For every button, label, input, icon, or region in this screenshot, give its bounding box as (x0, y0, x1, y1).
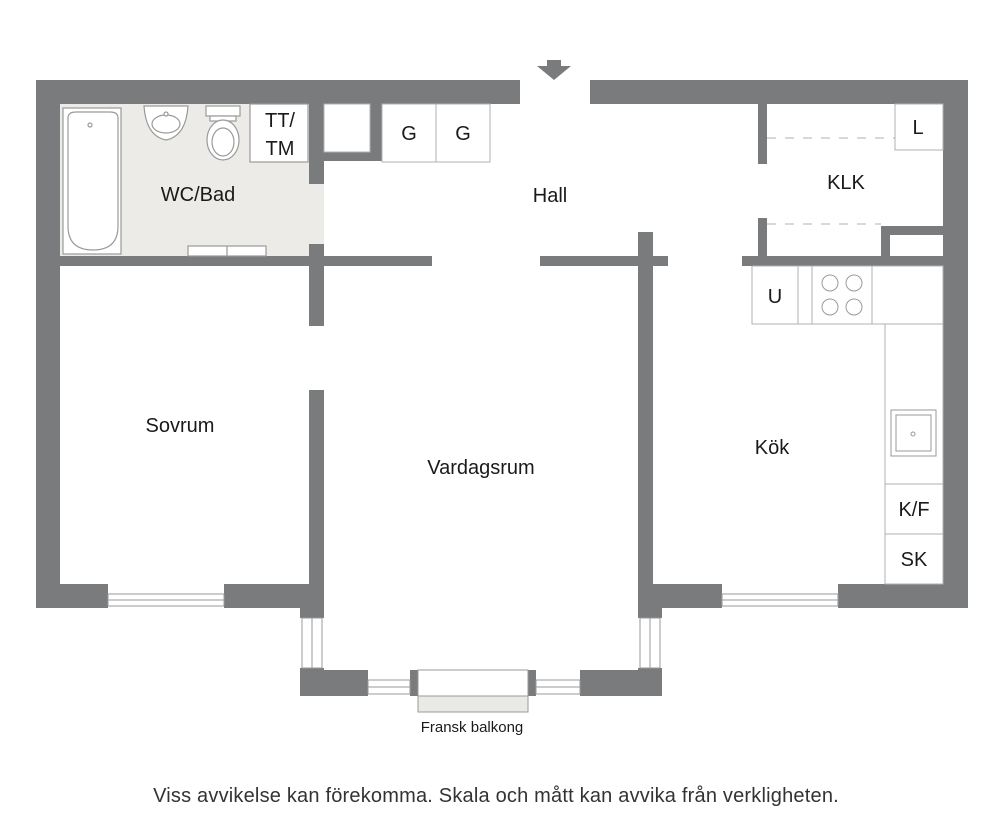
room-label-tt-tm-1: TT/ (265, 110, 295, 132)
walls (36, 80, 968, 696)
bay-bottom-b (580, 670, 662, 696)
tt-tm-closet (249, 103, 309, 163)
bathtub-icon (62, 107, 122, 255)
wall-top-left (36, 80, 520, 104)
wall-closet-side (370, 104, 382, 161)
room-label-kok: Kök (755, 437, 790, 459)
wall-left (36, 80, 60, 608)
bay-bottom-a (300, 670, 368, 696)
wall-top-right (590, 80, 968, 104)
floor-plan: WC/Bad TT/ TM G G Hall KLK L Sovrum Vard… (36, 60, 968, 736)
room-label-u: U (768, 286, 782, 308)
room-label-hall: Hall (533, 185, 567, 207)
toilet-icon (205, 105, 241, 161)
klk-fixtures (767, 103, 944, 225)
stove-icon (821, 274, 863, 316)
entrance-arrow-icon (537, 60, 571, 80)
kitchen-fixtures (751, 265, 944, 585)
room-label-g2: G (455, 123, 471, 145)
windows (107, 593, 839, 695)
room-label-klk: KLK (827, 172, 865, 194)
room-label-tt-tm-2: TM (266, 138, 295, 160)
bathroom-fixtures (62, 103, 309, 257)
wall-klk-nook (881, 226, 943, 235)
room-label-sovrum: Sovrum (146, 415, 215, 437)
wall-bath-hall (309, 104, 324, 184)
room-label-kf: K/F (898, 499, 929, 521)
wall-klk-top (758, 104, 767, 164)
wall-sovrum-vardag-top (309, 244, 324, 326)
bay-bottom-d (528, 670, 536, 696)
closet-g1 (381, 103, 437, 163)
sink-icon (143, 105, 189, 141)
wall-bath-sovrum (60, 256, 324, 266)
room-label-sk: SK (901, 549, 928, 571)
wall-hall-vardag-left (324, 256, 432, 266)
wall-sovrum-vardag-bottom (309, 390, 324, 618)
counter-top (751, 265, 944, 325)
wall-klk-bottom (758, 218, 767, 266)
wall-vardag-kok (638, 232, 653, 618)
room-label-wc-bad: WC/Bad (161, 184, 235, 206)
counter-side (884, 323, 944, 485)
bay-bottom-c (410, 670, 418, 696)
wall-klk-nook-side (881, 226, 890, 258)
cabinet-sk (884, 533, 944, 585)
french-balcony (417, 669, 529, 713)
wall-hall-vardag-right (540, 256, 668, 266)
klk-l-cabinet (894, 103, 944, 151)
hall-closets (323, 103, 491, 163)
fridge-freezer (884, 483, 944, 535)
disclaimer-text: Viss avvikelse kan förekomma. Skala och … (153, 785, 839, 807)
wall-right (943, 80, 968, 608)
closet-blank (323, 103, 371, 153)
room-label-l: L (912, 117, 923, 139)
balcony-label: Fransk balkong (421, 719, 524, 736)
wall-closet-bottom (324, 152, 374, 161)
wall-bottom-right-b (838, 584, 968, 608)
room-label-g1: G (401, 123, 417, 145)
wall-bottom-left-a (36, 584, 108, 608)
room-label-vardagsrum: Vardagsrum (427, 457, 534, 479)
kitchen-sink-icon (890, 409, 937, 457)
wall-klk-kok (742, 256, 943, 266)
closet-g2 (435, 103, 491, 163)
